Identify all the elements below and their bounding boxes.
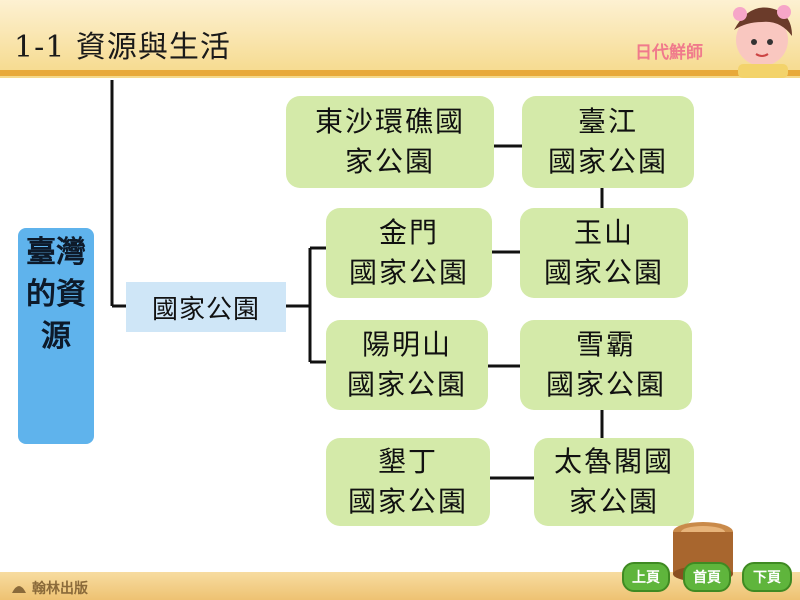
- park-label-line2: 國家公園: [543, 256, 664, 289]
- header-divider: [0, 70, 800, 76]
- branch-node-national-parks: 國家公園: [126, 282, 286, 332]
- park-node-dongsha: 東沙環礁國家公園: [286, 96, 494, 188]
- park-label-line2: 國家公園: [346, 368, 467, 401]
- mascot-icon: [733, 5, 792, 78]
- park-node-taijiang: 臺江國家公園: [522, 96, 694, 188]
- park-label-line1: 墾丁: [377, 445, 438, 478]
- park-node-kinmen: 金門國家公園: [326, 208, 492, 298]
- prev-page-button[interactable]: 上頁: [622, 562, 670, 592]
- park-node-yangmingshan: 陽明山國家公園: [326, 320, 488, 410]
- publisher-logo-icon: [12, 586, 26, 593]
- park-node-yushan: 玉山國家公園: [520, 208, 688, 298]
- park-label-line1: 東沙環礁國: [314, 105, 465, 138]
- brand-logo: 日代鮮師: [635, 43, 703, 63]
- park-label-line2: 家公園: [568, 485, 659, 518]
- park-label-line2: 國家公園: [545, 368, 666, 401]
- publisher-name: 翰林出版: [10, 578, 88, 598]
- park-label-line2: 國家公園: [547, 145, 668, 178]
- park-label-line2: 國家公園: [347, 485, 468, 518]
- park-node-kenting: 墾丁國家公園: [326, 438, 490, 526]
- park-label-line1: 臺江: [577, 105, 638, 138]
- home-button[interactable]: 首頁: [683, 562, 731, 592]
- root-node: 臺灣的資源: [18, 228, 94, 444]
- publisher-label: 翰林出版: [32, 581, 88, 597]
- page-title: 1-1 資源與生活: [14, 30, 231, 65]
- park-label-line1: 雪霸: [575, 328, 636, 361]
- park-node-shei-pa: 雪霸國家公園: [520, 320, 692, 410]
- park-node-taroko: 太魯閣國家公園: [534, 438, 694, 526]
- park-label-line1: 陽明山: [361, 328, 452, 361]
- next-page-button[interactable]: 下頁: [742, 562, 792, 592]
- park-label-line1: 太魯閣國: [553, 445, 674, 478]
- park-label-line2: 國家公園: [348, 256, 469, 289]
- park-label-line1: 金門: [378, 216, 439, 249]
- park-label-line2: 家公園: [344, 145, 435, 178]
- park-label-line1: 玉山: [573, 216, 634, 249]
- header-bar: [0, 0, 800, 78]
